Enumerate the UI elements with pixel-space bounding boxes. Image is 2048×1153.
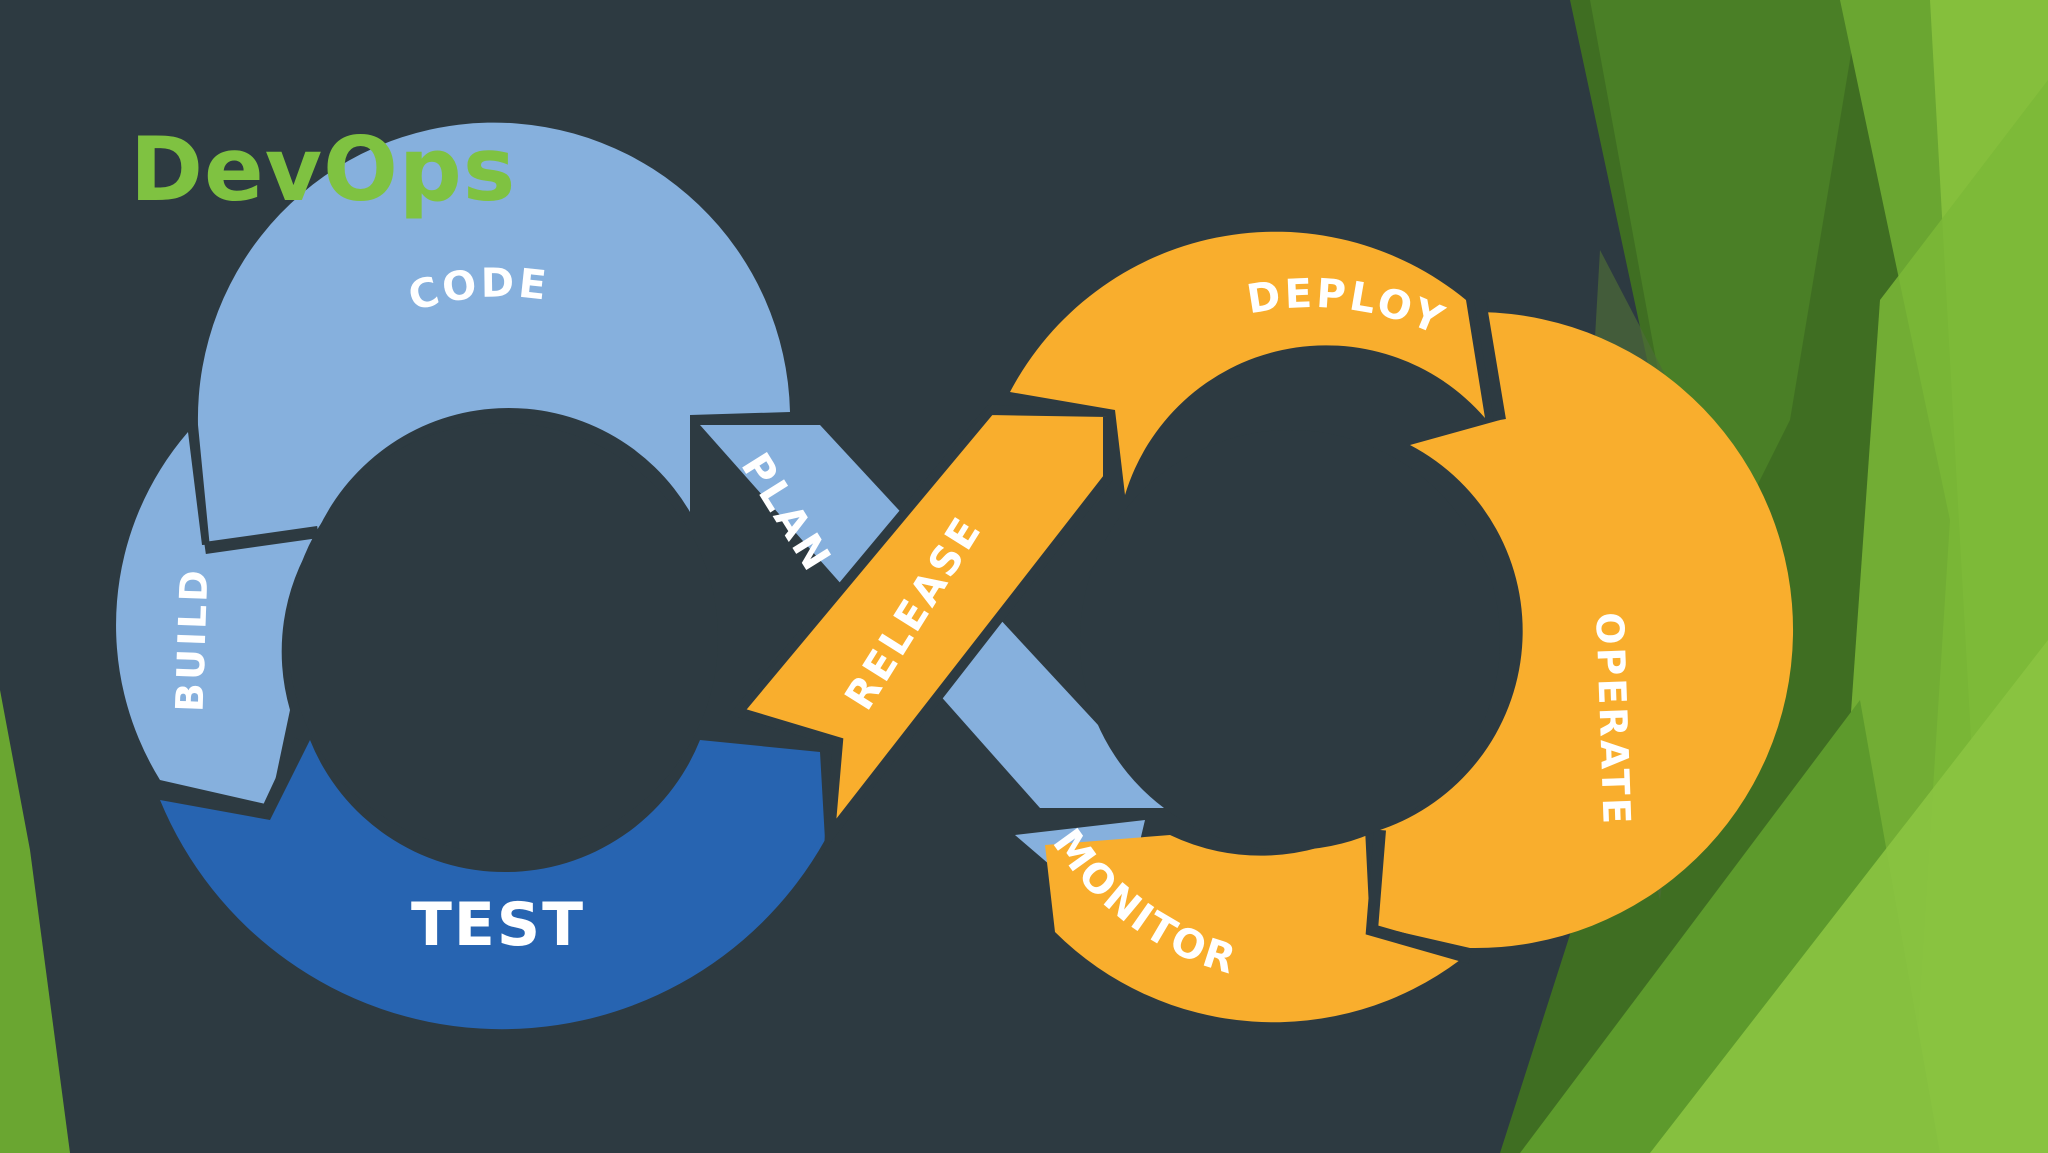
deploy-segment [1010,231,1485,495]
dev-loop [116,122,825,1030]
release-band [729,404,1113,852]
label-build: BUILD [167,566,216,712]
operate-segment [1370,312,1794,949]
build-segment [116,432,315,805]
slide-title: DevOps [130,118,517,221]
label-operate: OPERATE [1587,611,1638,827]
test-segment [160,740,825,1030]
label-test: TEST [411,890,585,960]
code-segment [197,122,790,548]
ops-loop [1010,231,1794,1023]
monitor-segment [1045,828,1460,1023]
green-left-sliver [0,690,70,1153]
